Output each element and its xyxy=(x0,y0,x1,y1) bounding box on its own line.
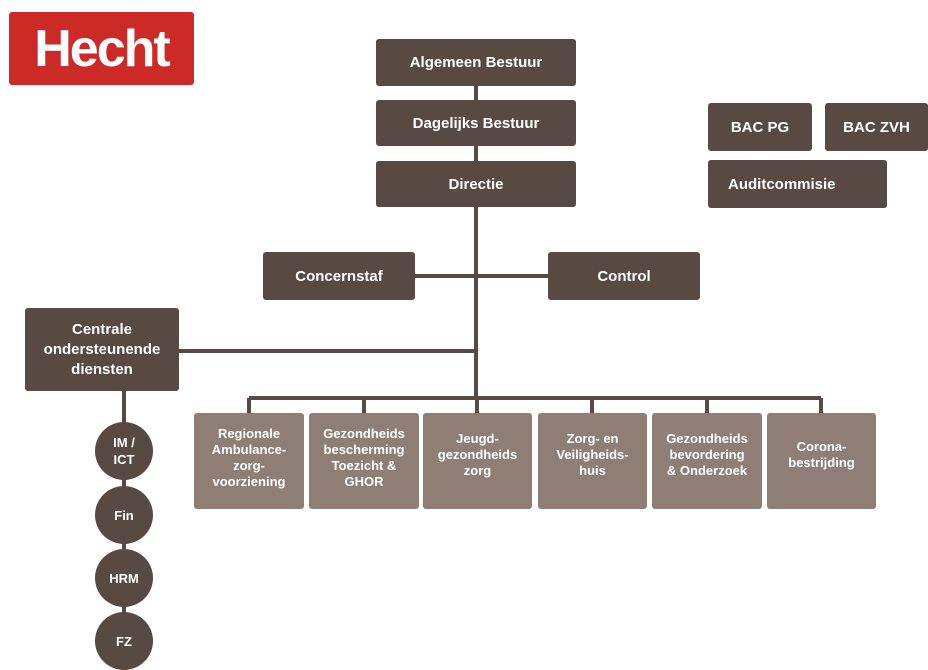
box-bac-zvh: BAC ZVH xyxy=(825,103,928,151)
box-dept-ambulancezorg: Regionale Ambulance- zorg- voorziening xyxy=(194,413,304,509)
circle-fin: Fin xyxy=(95,486,153,544)
box-directie: Directie xyxy=(376,161,576,207)
box-dept-coronabestrijding: Corona- bestrijding xyxy=(767,413,876,509)
box-control: Control xyxy=(548,252,700,300)
circle-hrm: HRM xyxy=(95,549,153,607)
box-concernstaf: Concernstaf xyxy=(263,252,415,300)
box-algemeen-bestuur: Algemeen Bestuur xyxy=(376,39,576,86)
box-dept-gezondheidsbescherming: Gezondheids bescherming Toezicht & GHOR xyxy=(309,413,419,509)
box-auditcommissie: Auditcommisie xyxy=(708,160,887,208)
box-centrale-ondersteunende-diensten: Centrale ondersteunende diensten xyxy=(25,308,179,391)
box-dagelijks-bestuur: Dagelijks Bestuur xyxy=(376,100,576,146)
logo-text: Hecht xyxy=(34,19,170,78)
box-dept-gezondheidsbevordering: Gezondheids bevordering & Onderzoek xyxy=(652,413,762,509)
box-dept-zorg-veiligheidshuis: Zorg- en Veiligheids- huis xyxy=(538,413,647,509)
circle-im-ict: IM / ICT xyxy=(95,422,153,480)
box-dept-jeugdgezondheidszorg: Jeugd- gezondheids zorg xyxy=(423,413,532,509)
circle-fz: FZ xyxy=(95,612,153,670)
hecht-logo: Hecht xyxy=(9,12,194,85)
box-bac-pg: BAC PG xyxy=(708,103,812,151)
